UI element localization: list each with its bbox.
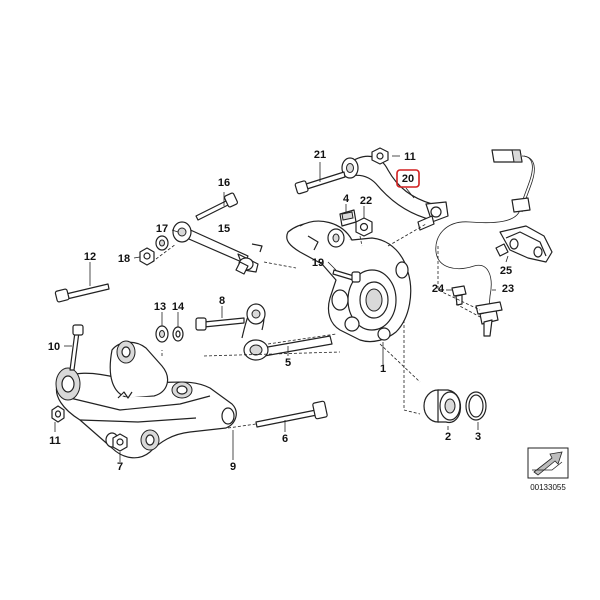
label-10: 10 [48, 341, 60, 353]
nut-11-left [51, 405, 65, 423]
label-19: 19 [312, 257, 324, 269]
wishbone-20 [341, 155, 449, 231]
bushing-2 [423, 389, 462, 424]
label-21: 21 [314, 149, 326, 161]
label-23: 23 [502, 283, 514, 295]
label-5: 5 [285, 357, 291, 369]
label-11-left: 11 [49, 435, 61, 447]
bolt-16 [195, 192, 239, 221]
label-16: 16 [218, 177, 230, 189]
label-17: 17 [156, 223, 168, 235]
guide-lines [151, 223, 483, 429]
label-24: 24 [432, 283, 445, 295]
label-14: 14 [172, 301, 185, 313]
bolt-10 [69, 324, 84, 371]
label-2: 2 [445, 431, 451, 443]
washer-13 [155, 325, 169, 343]
label-7: 7 [117, 461, 123, 473]
bolt-21 [294, 171, 346, 195]
label-20: 20 [402, 173, 414, 185]
label-13: 13 [154, 301, 166, 313]
bolt-6 [255, 400, 328, 428]
screw-24 [451, 285, 467, 306]
nut-22 [355, 217, 373, 237]
control-arm-15 [172, 221, 263, 275]
label-12: 12 [84, 251, 96, 263]
bushing-4 [339, 209, 357, 227]
washer-14 [172, 326, 184, 342]
nut-11-top [371, 147, 389, 165]
wheel-carrier-1 [286, 220, 412, 343]
arrow-direction-icon [527, 447, 569, 479]
sensor-23 [475, 301, 503, 337]
speed-sensor-cable [435, 149, 535, 321]
label-15: 15 [218, 223, 230, 235]
nut-7 [112, 433, 128, 452]
washer-17 [155, 235, 169, 251]
label-11-top: 11 [404, 151, 416, 163]
ring-3 [465, 391, 487, 421]
bolt-12 [54, 283, 110, 303]
highlight-frame-20 [396, 169, 420, 188]
label-3: 3 [475, 431, 481, 443]
label-22: 22 [360, 195, 372, 207]
trailing-arm-5 [241, 303, 333, 361]
catalog-code: 00133055 [530, 483, 566, 492]
label-18: 18 [118, 253, 130, 265]
label-6: 6 [282, 433, 288, 445]
bolt-8 [195, 317, 245, 331]
label-8: 8 [219, 295, 225, 307]
rear-subframe [55, 340, 237, 459]
bolt-19 [332, 269, 361, 283]
leader-lines [54, 155, 509, 462]
label-1: 1 [380, 363, 386, 375]
callout-labels: 1 2 3 4 5 6 7 8 9 10 11 11 12 13 14 15 1… [48, 149, 514, 473]
label-25: 25 [500, 265, 512, 277]
nut-18 [139, 247, 155, 266]
bracket-25 [495, 225, 553, 263]
label-4: 4 [343, 193, 350, 205]
label-9: 9 [230, 461, 236, 473]
